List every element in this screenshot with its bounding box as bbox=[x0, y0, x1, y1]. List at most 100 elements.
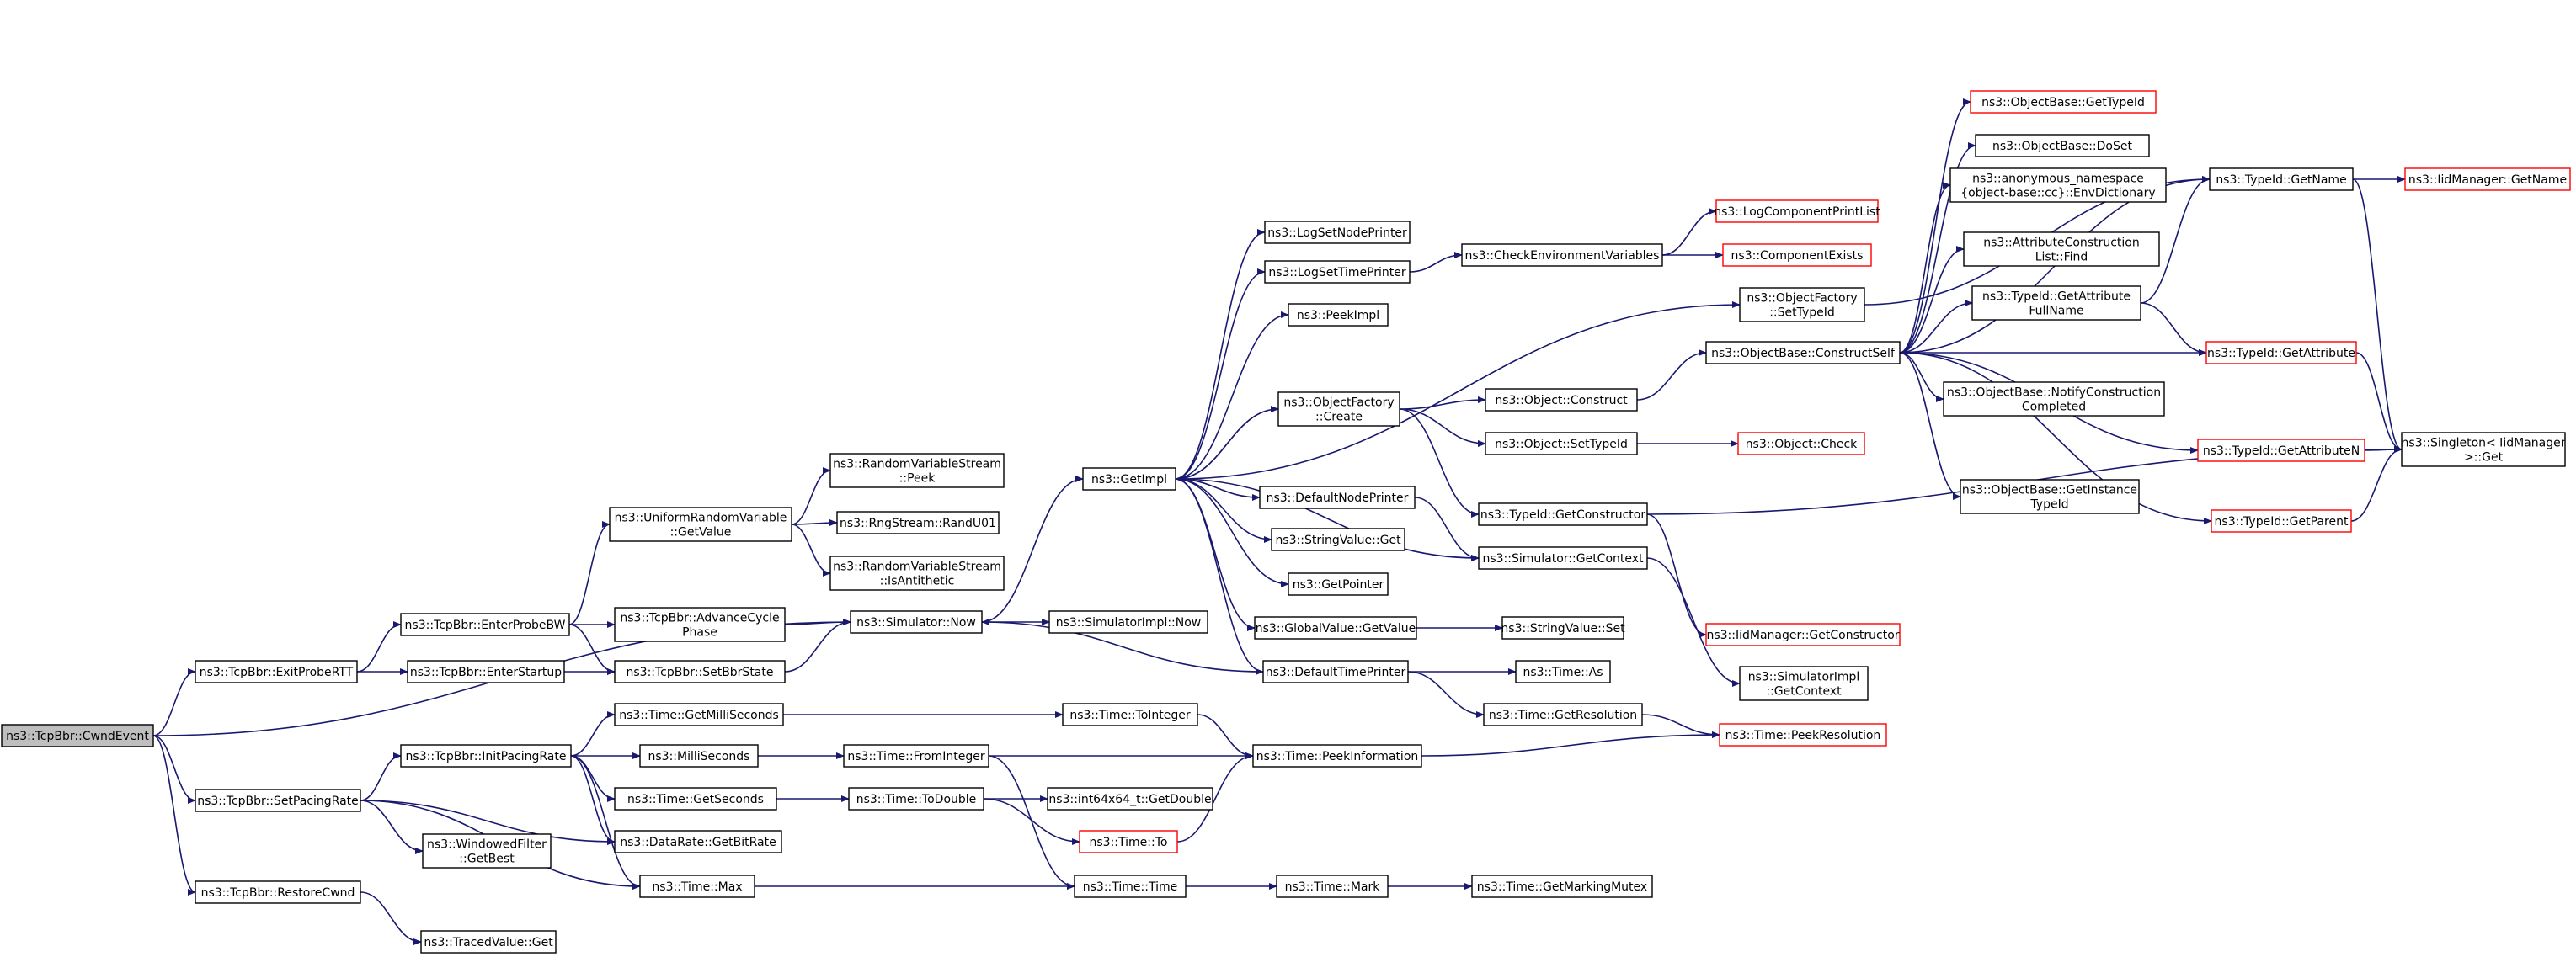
node-obdoset[interactable]: ns3::ObjectBase::DoSet bbox=[1975, 134, 2150, 157]
node-label: ::GetBest bbox=[459, 853, 515, 866]
edge-setpacingrate-to-getbitrate bbox=[360, 800, 616, 845]
node-rvspeek[interactable]: ns3::RandomVariableStream::Peek bbox=[829, 453, 1005, 488]
node-label: ns3::IidManager::GetConstructor bbox=[1706, 629, 1899, 642]
node-peekinformation[interactable]: ns3::Time::PeekInformation bbox=[1252, 744, 1422, 768]
node-envdict[interactable]: ns3::anonymous_namespace{object-base::cc… bbox=[1949, 167, 2167, 203]
edge-uniformgetvalue-to-rvspeek bbox=[791, 467, 831, 525]
node-timeas[interactable]: ns3::Time::As bbox=[1515, 660, 1611, 683]
node-box bbox=[639, 744, 759, 768]
node-ofcreate[interactable]: ns3::ObjectFactory::Create bbox=[1277, 391, 1400, 427]
node-fromint[interactable]: ns3::Time::FromInteger bbox=[843, 744, 989, 768]
node-stringvalueget[interactable]: ns3::StringValue::Get bbox=[1271, 528, 1405, 551]
node-label: ::SetTypeId bbox=[1769, 306, 1835, 320]
node-getresolution[interactable]: ns3::Time::GetResolution bbox=[1483, 703, 1643, 726]
node-typeidgetparent[interactable]: ns3::TypeId::GetParent bbox=[2211, 509, 2352, 533]
node-setpacingrate[interactable]: ns3::TcpBbr::SetPacingRate bbox=[195, 789, 361, 812]
edge-typeidgetname-to-singletonget bbox=[2352, 178, 2403, 453]
node-isantithetic[interactable]: ns3::RandomVariableStream::IsAntithetic bbox=[829, 556, 1005, 591]
node-label: ns3::Time::ToDouble bbox=[856, 793, 977, 806]
node-getmilliseconds[interactable]: ns3::Time::GetMilliSeconds bbox=[614, 703, 784, 726]
node-windowedfilter[interactable]: ns3::WindowedFilter::GetBest bbox=[422, 833, 552, 869]
node-defaultnodeprinter[interactable]: ns3::DefaultNodePrinter bbox=[1259, 486, 1416, 509]
node-checkenv[interactable]: ns3::CheckEnvironmentVariables bbox=[1461, 243, 1663, 267]
node-singletonget[interactable]: ns3::Singleton< IidManager>::Get bbox=[2401, 432, 2566, 467]
node-obgettypeid[interactable]: ns3::ObjectBase::GetTypeId bbox=[1970, 90, 2157, 114]
node-objconstruct[interactable]: ns3::Object::Construct bbox=[1485, 388, 1638, 412]
node-exitprobertt[interactable]: ns3::TcpBbr::ExitProbeRTT bbox=[195, 660, 358, 683]
node-restorecwnd[interactable]: ns3::TcpBbr::RestoreCwnd bbox=[195, 880, 361, 904]
node-getdouble[interactable]: ns3::int64x64_t::GetDouble bbox=[1047, 787, 1213, 811]
node-logcompprint[interactable]: ns3::LogComponentPrintList bbox=[1714, 199, 1880, 223]
node-timemark[interactable]: ns3::Time::Mark bbox=[1276, 875, 1389, 898]
node-timetointeger[interactable]: ns3::Time::ToInteger bbox=[1062, 703, 1198, 726]
node-enterprobebw[interactable]: ns3::TcpBbr::EnterProbeBW bbox=[400, 613, 570, 636]
node-timetime[interactable]: ns3::Time::Time bbox=[1074, 875, 1187, 898]
node-box bbox=[195, 880, 361, 904]
node-cwnd[interactable]: ns3::TcpBbr::CwndEvent bbox=[1, 724, 154, 747]
node-getpointer[interactable]: ns3::GetPointer bbox=[1288, 572, 1389, 596]
node-defaulttimeprinter[interactable]: ns3::DefaultTimePrinter bbox=[1262, 660, 1409, 683]
node-box bbox=[1501, 616, 1624, 640]
node-setbbrstate[interactable]: ns3::TcpBbr::SetBbrState bbox=[614, 660, 786, 683]
node-box bbox=[195, 660, 358, 683]
node-objcheck[interactable]: ns3::Object::Check bbox=[1737, 432, 1865, 455]
node-label: {object-base::cc}::EnvDictionary bbox=[1960, 187, 2155, 200]
node-milliseconds[interactable]: ns3::MilliSeconds bbox=[639, 744, 759, 768]
node-label: ns3::Time::To bbox=[1090, 836, 1168, 849]
node-enterstartup[interactable]: ns3::TcpBbr::EnterStartup bbox=[407, 660, 565, 683]
node-stringvalueset[interactable]: ns3::StringValue::Set bbox=[1501, 616, 1625, 640]
node-simnow[interactable]: ns3::Simulator::Now bbox=[850, 610, 983, 634]
node-lognodeprinter[interactable]: ns3::LogSetNodePrinter bbox=[1264, 221, 1411, 244]
node-peekimpl[interactable]: ns3::PeekImpl bbox=[1288, 303, 1389, 327]
node-box bbox=[1062, 703, 1198, 726]
node-ofsettypeid[interactable]: ns3::ObjectFactory::SetTypeId bbox=[1739, 287, 1865, 322]
node-typeidgetattrn[interactable]: ns3::TypeId::GetAttributeN bbox=[2197, 439, 2365, 462]
node-getbitrate[interactable]: ns3::DataRate::GetBitRate bbox=[614, 830, 782, 853]
node-timeto[interactable]: ns3::Time::To bbox=[1079, 830, 1178, 853]
node-label: ns3::ObjectBase::GetTypeId bbox=[1981, 96, 2145, 109]
node-timemax[interactable]: ns3::Time::Max bbox=[639, 875, 755, 898]
node-tracedvalue[interactable]: ns3::TracedValue::Get bbox=[420, 930, 557, 954]
node-notifyconstruction[interactable]: ns3::ObjectBase::NotifyConstructionCompl… bbox=[1943, 381, 2165, 417]
edge-getimpl-to-logtimeprinter bbox=[1175, 268, 1266, 480]
edge-peekinformation-to-peekresolution bbox=[1421, 731, 1720, 757]
edge-simgetcontext-to-simimplgetcontext bbox=[1646, 557, 1741, 687]
node-uniformgetvalue[interactable]: ns3::UniformRandomVariable::GetValue bbox=[609, 507, 792, 542]
node-label: ns3::IidManager::GetName bbox=[2408, 173, 2567, 187]
node-peekresolution[interactable]: ns3::Time::PeekResolution bbox=[1719, 723, 1887, 747]
edge-ofcreate-to-objsettypeid bbox=[1399, 408, 1486, 447]
node-typeidgetattr[interactable]: ns3::TypeId::GetAttribute bbox=[2205, 341, 2357, 364]
node-label: ns3::Time::GetSeconds bbox=[627, 793, 764, 806]
node-simimplgetcontext[interactable]: ns3::SimulatorImpl::GetContext bbox=[1739, 666, 1869, 701]
edge-constructself-to-attrlistfind bbox=[1899, 246, 1965, 354]
node-todouble[interactable]: ns3::Time::ToDouble bbox=[848, 787, 984, 811]
node-typeidgetname[interactable]: ns3::TypeId::GetName bbox=[2209, 167, 2354, 191]
node-label: ns3::ObjectFactory bbox=[1747, 292, 1857, 306]
node-getimpl[interactable]: ns3::GetImpl bbox=[1082, 467, 1176, 491]
node-compexists[interactable]: ns3::ComponentExists bbox=[1722, 243, 1872, 267]
node-iidgetconstructor[interactable]: ns3::IidManager::GetConstructor bbox=[1705, 623, 1901, 646]
node-simimplnow[interactable]: ns3::SimulatorImpl::Now bbox=[1048, 610, 1208, 634]
node-globalvalue[interactable]: ns3::GlobalValue::GetValue bbox=[1254, 616, 1417, 640]
node-box bbox=[1288, 572, 1389, 596]
node-randu01[interactable]: ns3::RngStream::RandU01 bbox=[836, 511, 1000, 534]
node-constructself[interactable]: ns3::ObjectBase::ConstructSelf bbox=[1705, 341, 1901, 364]
edge-getattrfullname-to-typeidgetattr bbox=[2140, 302, 2207, 356]
node-logtimeprinter[interactable]: ns3::LogSetTimePrinter bbox=[1264, 260, 1411, 284]
node-initpacingrate[interactable]: ns3::TcpBbr::InitPacingRate bbox=[400, 744, 572, 768]
node-label: ns3::ObjectBase::DoSet bbox=[1992, 140, 2132, 153]
edge-defaulttimeprinter-to-simnow bbox=[981, 619, 1264, 673]
node-objsettypeid[interactable]: ns3::Object::SetTypeId bbox=[1485, 432, 1638, 455]
node-iidgetname[interactable]: ns3::IidManager::GetName bbox=[2404, 167, 2571, 191]
node-getconstructor[interactable]: ns3::TypeId::GetConstructor bbox=[1478, 502, 1648, 526]
node-getmarkingmutex[interactable]: ns3::Time::GetMarkingMutex bbox=[1471, 875, 1653, 898]
node-label: ns3::TracedValue::Get bbox=[424, 936, 553, 949]
edge-enterprobebw-to-uniformgetvalue bbox=[568, 521, 611, 625]
node-simgetcontext[interactable]: ns3::Simulator::GetContext bbox=[1478, 546, 1648, 570]
node-getseconds[interactable]: ns3::Time::GetSeconds bbox=[614, 787, 777, 811]
